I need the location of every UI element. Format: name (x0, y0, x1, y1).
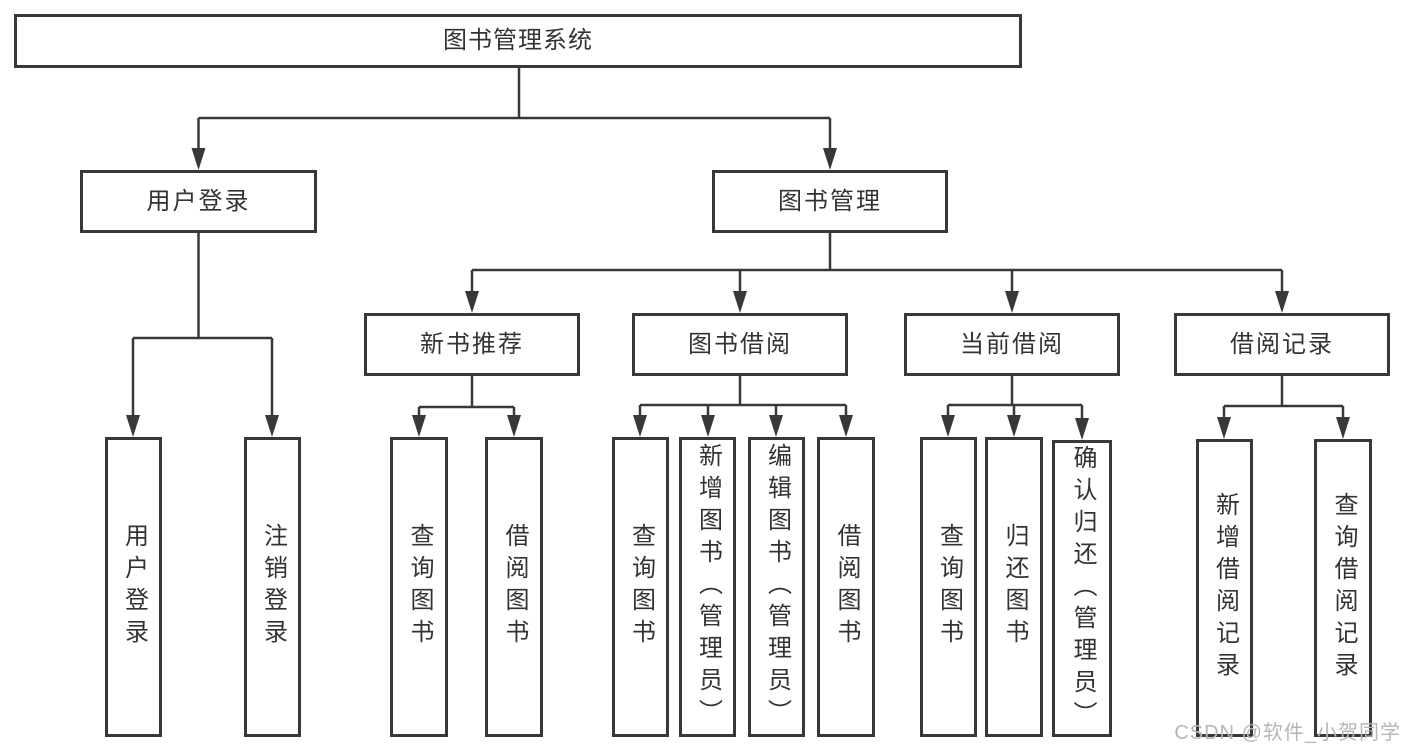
node-book-borrowing: 图书借阅 (632, 313, 848, 376)
node-user-login: 用户登录 (80, 170, 317, 233)
node-label: 新书推荐 (420, 330, 524, 358)
node-new-book-recommend: 新书推荐 (364, 313, 580, 376)
node-label: 借阅记录 (1230, 330, 1334, 358)
node-leaf-query-books-current: 查询图书 (920, 437, 977, 737)
node-leaf-query-books-borrowing: 查询图书 (612, 437, 669, 737)
node-leaf-borrow-books-recommend: 借阅图书 (485, 437, 543, 737)
node-leaf-add-borrow-record: 新增借阅记录 (1196, 439, 1253, 737)
node-label: 注销登录 (259, 523, 287, 651)
node-label: 借阅图书 (501, 523, 528, 651)
node-leaf-query-borrow-record: 查询借阅记录 (1314, 439, 1372, 737)
node-book-management: 图书管理 (712, 170, 948, 233)
node-leaf-confirm-return-admin: 确认归还（管理员） (1052, 440, 1112, 737)
node-label: 图书借阅 (688, 330, 792, 358)
node-label: 确认归还（管理员） (1069, 444, 1096, 733)
node-leaf-return-books: 归还图书 (985, 437, 1043, 737)
node-label: 查询图书 (935, 523, 963, 651)
node-leaf-query-books-recommend: 查询图书 (390, 437, 448, 737)
node-label: 用户登录 (146, 187, 251, 215)
node-library-management-system: 图书管理系统 (14, 14, 1022, 68)
node-label: 用户登录 (120, 523, 148, 651)
node-leaf-logout-login: 注销登录 (244, 437, 301, 737)
node-label: 归还图书 (1001, 523, 1028, 651)
node-label: 查询图书 (627, 523, 655, 651)
node-label: 编辑图书（管理员） (763, 443, 791, 731)
node-label: 查询借阅记录 (1330, 492, 1357, 684)
node-label: 新增借阅记录 (1211, 492, 1239, 684)
node-leaf-user-login: 用户登录 (105, 437, 162, 737)
node-current-borrowing: 当前借阅 (904, 313, 1120, 376)
node-borrowing-records: 借阅记录 (1174, 313, 1390, 376)
node-label: 图书管理系统 (443, 27, 593, 54)
node-label: 图书管理 (778, 187, 882, 215)
node-leaf-add-books-admin: 新增图书（管理员） (679, 437, 736, 737)
csdn-watermark: CSDN @软件_小贺同学 (1174, 722, 1401, 744)
node-leaf-edit-books-admin: 编辑图书（管理员） (748, 437, 805, 737)
node-label: 查询图书 (406, 523, 433, 651)
node-label: 借阅图书 (833, 523, 860, 651)
node-label: 新增图书（管理员） (694, 443, 722, 731)
node-label: 当前借阅 (960, 330, 1064, 358)
node-leaf-borrow-books-borrowing: 借阅图书 (817, 437, 875, 737)
